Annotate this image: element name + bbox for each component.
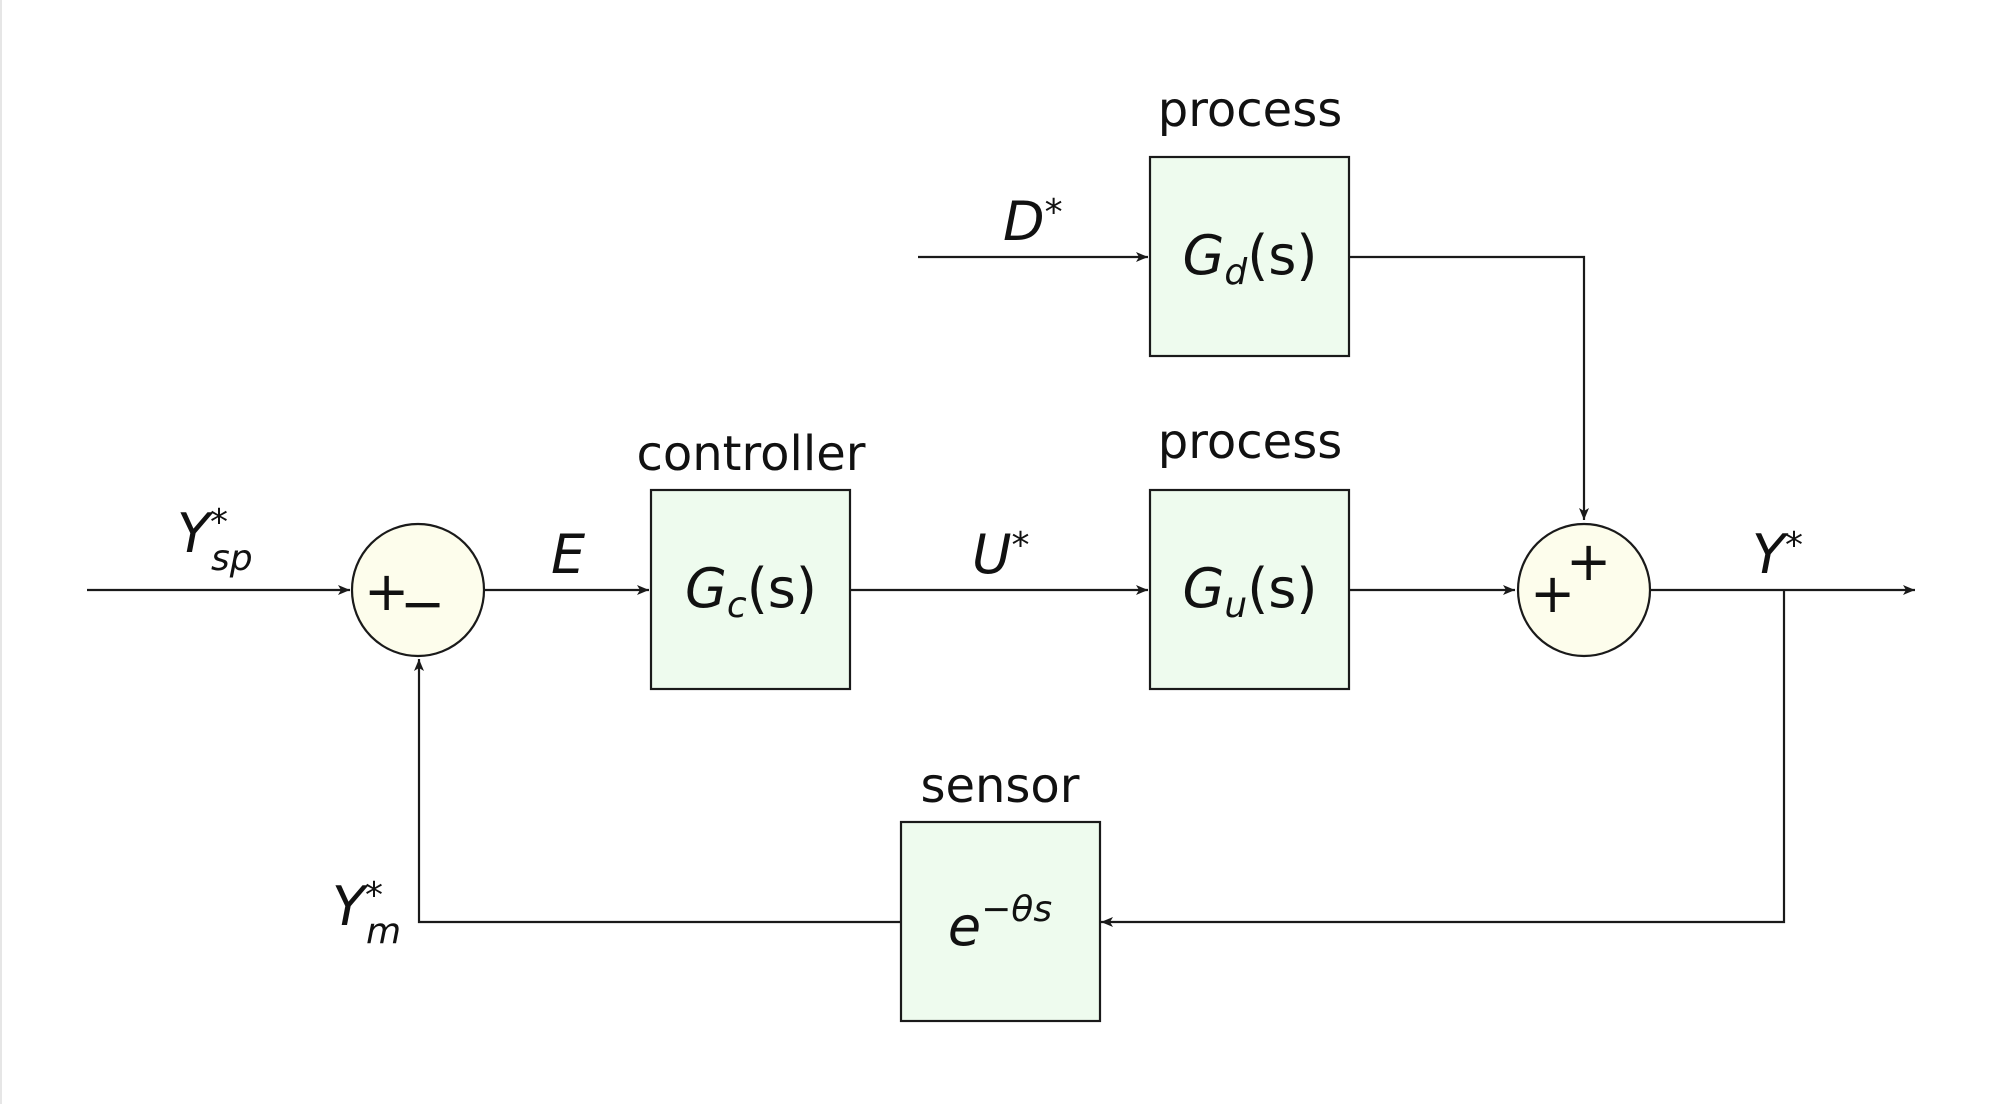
output-label: Y* [1752,523,1803,586]
disturbance-process-caption: process [1158,82,1342,138]
controller-transfer-function: Gc(s) [685,557,817,626]
disturbance-transfer-function: Gd(s) [1183,224,1318,293]
comparator-minus-sign: − [400,572,445,635]
output-sum-top-plus-sign: + [1566,530,1611,593]
output-sum-junction [1516,522,1652,658]
comparator-plus-sign: + [364,560,409,623]
disturbance-effect-wire [1349,255,1589,520]
sensor-caption: sensor [920,758,1079,814]
comparator-junction [350,522,486,658]
disturbance-process-block [1148,155,1351,358]
setpoint-label: Y*sp [177,502,253,579]
sensor-transfer-function: e−θs [948,889,1052,958]
measured-label: Y*m [332,875,401,952]
sensor-block [899,820,1102,1023]
page-edge [0,0,2,1104]
feedback-wire [1101,590,1786,927]
controller-block [649,488,852,691]
process-block [1148,488,1351,691]
controller-caption: controller [637,426,866,482]
process-transfer-function: Gu(s) [1183,557,1318,626]
output-sum-left-plus-sign: + [1530,562,1575,625]
error-label: E [551,523,586,586]
disturbance-label: D* [1003,190,1063,253]
process-caption: process [1158,414,1342,470]
manipulated-label: U* [972,523,1030,586]
measured-wire [414,659,900,924]
